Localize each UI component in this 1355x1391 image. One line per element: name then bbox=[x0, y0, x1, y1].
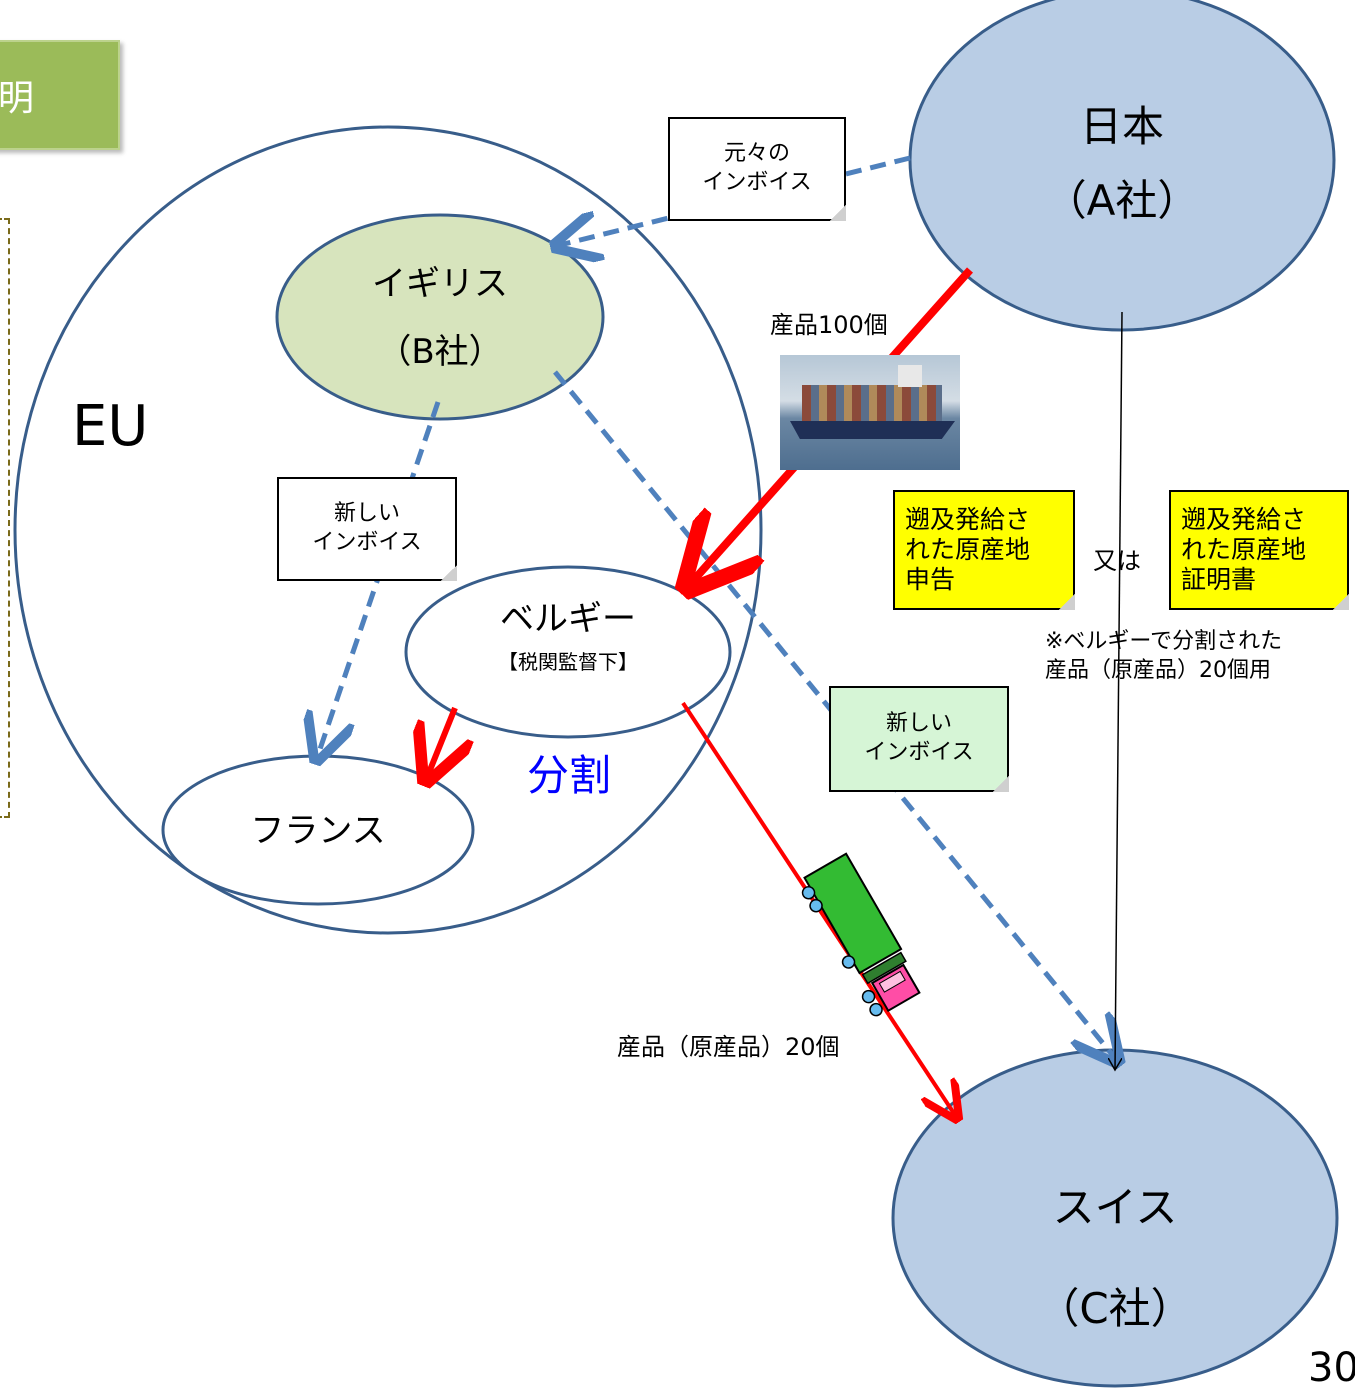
original-invoice-line1: 元々の bbox=[723, 141, 790, 167]
switzerland-company: （C社） bbox=[1037, 1283, 1193, 1333]
retro-declaration-line1: 遡及発給さ bbox=[905, 505, 1031, 534]
switzerland-name: スイス bbox=[1052, 1183, 1178, 1232]
belgium-split-note-line2: 産品（原産品）20個用 bbox=[1045, 657, 1271, 683]
retro-certificate-line3: 証明書 bbox=[1181, 565, 1257, 594]
belgium-split-note: ※ベルギーで分割された 産品（原産品）20個用 bbox=[1045, 628, 1282, 685]
france-label: フランス bbox=[250, 811, 386, 851]
retro-certificate-line1: 遡及発給さ bbox=[1181, 505, 1307, 534]
new-invoice-note-france: 新しい インボイス bbox=[277, 477, 457, 581]
retro-declaration-line2: れた原産地 bbox=[905, 535, 1031, 564]
retro-certificate-note: 遡及発給さ れた原産地 証明書 bbox=[1169, 490, 1349, 610]
switzerland-label: スイス （C社） bbox=[1015, 1158, 1215, 1360]
belgium-split-note-line1: ※ベルギーで分割された bbox=[1045, 629, 1283, 654]
new-invoice-france-line2: インボイス bbox=[312, 530, 422, 555]
japan-company: （A社） bbox=[1044, 175, 1200, 225]
uk-name: イギリス bbox=[372, 264, 508, 304]
belgium-customs-note: 【税関監督下】 bbox=[498, 650, 638, 675]
dashed-side-frame bbox=[0, 218, 10, 818]
japan-name: 日本 bbox=[1079, 102, 1164, 151]
split-label: 分割 bbox=[527, 751, 612, 800]
uk-ellipse bbox=[275, 213, 605, 421]
product-100-label: 産品100個 bbox=[770, 311, 888, 339]
page-number: 30 bbox=[1308, 1345, 1355, 1391]
japan-label: 日本 （A社） bbox=[1022, 90, 1222, 237]
new-invoice-france-line1: 新しい bbox=[333, 501, 400, 527]
uk-company: （B社） bbox=[377, 332, 503, 372]
new-invoice-note-switzerland: 新しい インボイス bbox=[829, 686, 1009, 792]
arrow-japan-to-switzerland bbox=[1115, 311, 1123, 1070]
product-20-label: 産品（原産品）20個 bbox=[617, 1033, 840, 1061]
original-invoice-line2: インボイス bbox=[702, 170, 812, 195]
belgium-name: ベルギー bbox=[500, 599, 636, 639]
arrow-belgium-to-france bbox=[428, 706, 455, 775]
retro-certificate-line2: れた原産地 bbox=[1181, 535, 1307, 564]
container-ship-icon bbox=[780, 355, 960, 470]
retro-declaration-note: 遡及発給さ れた原産地 申告 bbox=[893, 490, 1075, 610]
new-invoice-swiss-line2: インボイス bbox=[864, 740, 974, 765]
section-header-badge: 明 bbox=[0, 40, 120, 150]
truck-icon bbox=[801, 852, 921, 1017]
eu-label: EU bbox=[72, 394, 149, 459]
retro-declaration-line3: 申告 bbox=[905, 565, 956, 594]
uk-label: イギリス （B社） bbox=[340, 250, 540, 386]
belgium-label: ベルギー 【税関監督下】 bbox=[468, 599, 668, 675]
new-invoice-swiss-line1: 新しい bbox=[885, 711, 952, 737]
or-label: 又は bbox=[1093, 547, 1141, 575]
section-header-label: 明 bbox=[0, 78, 35, 119]
belgium-ellipse bbox=[404, 565, 732, 739]
arrow-uk-to-switzerland bbox=[553, 370, 1115, 1058]
original-invoice-note: 元々の インボイス bbox=[668, 117, 846, 221]
